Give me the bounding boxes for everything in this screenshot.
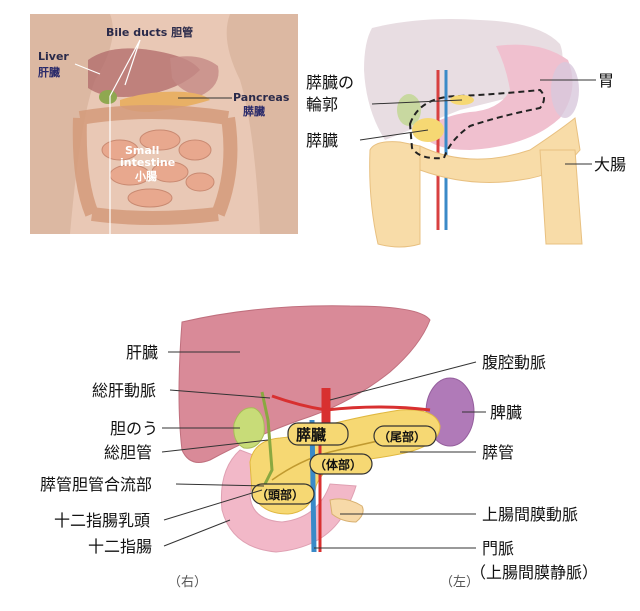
label-right-side: （右） <box>168 575 207 590</box>
label-liver: 肝臓 <box>126 343 158 362</box>
label-gallbladder: 胆のう <box>110 419 158 438</box>
pointer-pancreas <box>359 129 429 141</box>
main-splenic-artery <box>325 405 431 412</box>
label-sp-pancreas: 膵臓 <box>306 131 338 150</box>
label-pancreatic-duct: 膵管 <box>482 443 514 462</box>
photo-panel: Bile ducts 胆管 Liver 肝臓 Pancreas 膵臓 Small… <box>30 14 298 234</box>
ptr-papilla <box>163 489 263 521</box>
main-jejunum <box>329 498 364 523</box>
photo-stomach <box>170 56 219 96</box>
label-common-bile-duct: 総胆管 <box>104 443 152 462</box>
label-pancreas-outline-2: 輪郭 <box>306 95 338 114</box>
sp-spleen <box>551 62 579 118</box>
label-pancreas-en: Pancreas <box>233 91 290 104</box>
bile-duct-pointer-2 <box>124 39 141 86</box>
label-head: （頭部） <box>256 487 304 502</box>
label-left-side: （左） <box>440 575 479 590</box>
bile-duct-pointer <box>109 39 141 97</box>
label-stomach: 胃 <box>598 71 614 90</box>
label-portal-vein: 門脈 <box>482 539 514 558</box>
label-sma: 上腸間膜動脈 <box>482 505 578 524</box>
label-tail: （尾部） <box>378 429 426 444</box>
label-liver-jp: 肝臓 <box>38 65 60 79</box>
label-large-intestine: 大腸 <box>594 155 626 174</box>
ptr-celiac <box>329 361 477 401</box>
photo-small-intestine <box>101 129 215 208</box>
label-pancreas-inner: 膵臓 <box>296 426 326 444</box>
ptr-junction <box>175 483 265 487</box>
label-celiac-artery: 腹腔動脈 <box>482 353 546 372</box>
label-body: （体部） <box>314 457 362 472</box>
label-pancreas-jp: 膵臓 <box>243 104 265 118</box>
label-spleen: 脾臓 <box>490 403 522 422</box>
ptr-duodenum <box>163 519 231 547</box>
pancreas-tag-frame <box>287 422 349 446</box>
ptr-hepatic-artery <box>169 389 271 399</box>
label-duodenum: 十二指腸 <box>88 537 152 556</box>
body-tag-frame <box>309 453 373 475</box>
pointer-outline <box>371 99 463 105</box>
stomach-panel: 膵臓の 輪郭 膵臓 胃 大腸 <box>306 19 626 248</box>
label-small-en2: intestine <box>120 156 175 169</box>
main-hepatic-artery <box>271 394 327 412</box>
main-diagram: 膵臓 （尾部） （体部） （頭部） 肝臓 総肝動脈 胆のう 総胆管 膵管胆管合流… <box>40 305 598 590</box>
label-small-en1: Small <box>125 144 159 157</box>
label-liver-en: Liver <box>38 50 69 63</box>
label-junction: 膵管胆管合流部 <box>40 475 152 494</box>
sp-large-intestine <box>369 117 583 248</box>
sp-stomach <box>420 44 573 150</box>
label-smv: （上腸間膜静脈） <box>470 563 598 582</box>
photo-gallbladder <box>99 90 117 104</box>
label-common-hepatic-artery: 総肝動脈 <box>92 381 156 400</box>
label-small-jp: 小腸 <box>134 169 157 183</box>
liver-pointer <box>74 63 101 75</box>
label-pancreas-outline-1: 膵臓の <box>306 73 354 92</box>
torso-right-shade <box>226 14 298 234</box>
main-common-bile-duct <box>260 391 274 491</box>
label-papilla: 十二指腸乳頭 <box>54 511 150 530</box>
ptr-bile-duct <box>161 439 269 453</box>
label-bile-ducts: Bile ducts 胆管 <box>106 25 193 39</box>
head-tag-frame <box>251 483 315 505</box>
tail-tag-frame <box>373 425 437 447</box>
photo-large-intestine <box>72 105 238 225</box>
